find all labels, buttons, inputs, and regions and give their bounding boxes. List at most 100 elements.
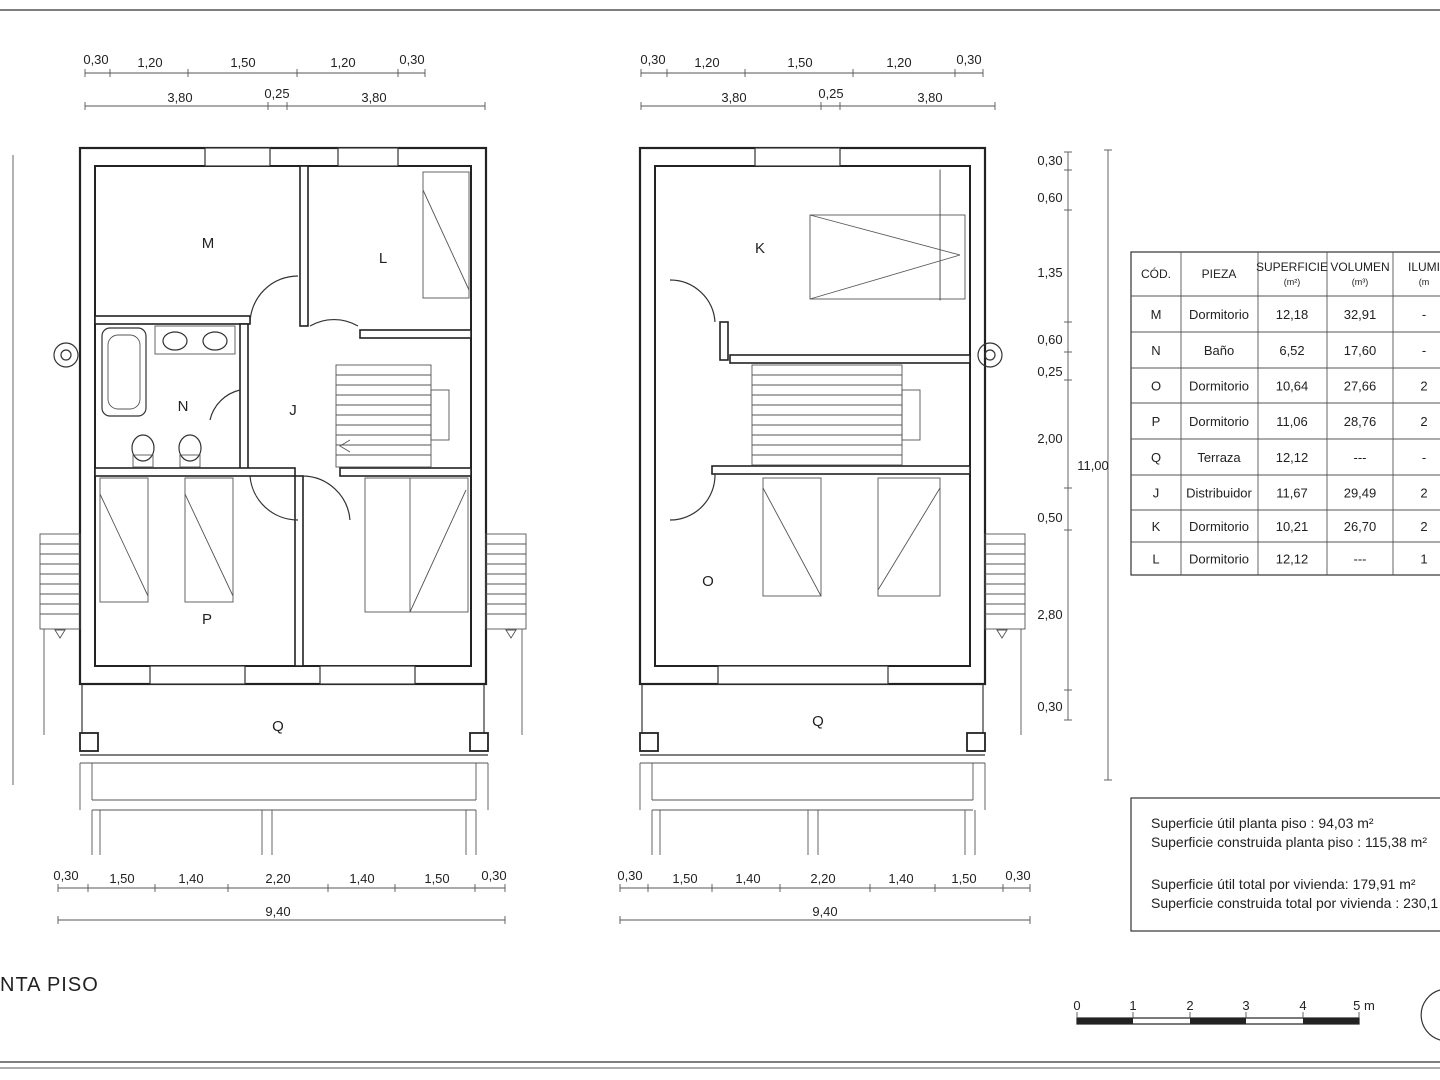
table-cell: K — [1152, 519, 1161, 534]
window-top-l — [337, 147, 399, 167]
r-door-swing-2 — [669, 473, 716, 521]
table-header-3: VOLUMEN — [1330, 260, 1389, 274]
summary-line-1: Superficie útil planta piso : 94,03 m² — [1151, 815, 1374, 831]
exterior-stairs-right — [984, 533, 1026, 735]
room-label-k: K — [755, 240, 765, 257]
door-swing-4 — [249, 475, 299, 521]
side-dim-1: 0,60 — [1037, 190, 1062, 205]
bathroom-fixtures — [101, 325, 236, 468]
table-cell: Dormitorio — [1189, 414, 1249, 429]
table-cell: - — [1422, 450, 1426, 465]
top-dim-ticks-2 — [84, 102, 486, 110]
sheet-title: NTA PISO — [0, 974, 99, 996]
side-dim-8: 0,30 — [1037, 699, 1062, 714]
r-window-top — [754, 147, 841, 167]
side-dim-6: 0,50 — [1037, 510, 1062, 525]
right-inner-wall — [654, 165, 971, 667]
right-floor-plan: 0,30 1,20 1,50 1,20 0,30 3,80 0,25 3,80 — [617, 52, 1112, 924]
table-cell: 11,06 — [1276, 414, 1308, 429]
summary-line-3: Superficie útil total por vivienda: 179,… — [1151, 876, 1416, 892]
flue-right-inner — [984, 349, 996, 361]
r-bottom-dim-a: 0,30 — [617, 868, 642, 883]
table-cell: --- — [1354, 450, 1367, 465]
table-cell: 11,67 — [1276, 486, 1308, 501]
flue-right — [977, 342, 1003, 368]
scale-label-4: 4 — [1299, 998, 1306, 1013]
r-bottom-dim-c: 1,40 — [735, 871, 760, 886]
table-header-0: CÓD. — [1141, 266, 1171, 281]
table-cell: 26,70 — [1344, 519, 1377, 534]
r-bottom-dim-b: 1,50 — [672, 871, 697, 886]
r-bottom-dim-f: 1,50 — [951, 871, 976, 886]
left-floor-plan: 0,30 1,20 1,50 1,20 0,30 3,80 0,25 3,80 — [12, 52, 527, 924]
r-bottom-dim-ticks-1 — [619, 884, 1031, 892]
top-dim-2-c: 3,80 — [361, 90, 386, 105]
wall-n-j — [239, 323, 249, 475]
wall-stair-bottom — [339, 467, 472, 477]
side-dim-0: 0,30 — [1037, 153, 1062, 168]
window-bottom-p — [149, 665, 246, 685]
table-header-unit-2: (m²) — [1284, 277, 1301, 287]
table-cell: M — [1151, 307, 1162, 322]
flue-left — [53, 342, 79, 368]
door-swing-2 — [309, 319, 359, 327]
r-bottom-dim-g: 0,30 — [1005, 868, 1030, 883]
top-dim-1-e: 0,30 — [399, 52, 424, 67]
scale-bar-seg-3 — [1190, 1018, 1246, 1024]
table-cell: J — [1153, 486, 1160, 501]
table-cell: Baño — [1204, 343, 1234, 358]
room-label-p: P — [202, 611, 212, 628]
scale-label-3: 3 — [1242, 998, 1249, 1013]
r-bottom-dim-e: 1,40 — [888, 871, 913, 886]
scale-label-5: 5 m — [1353, 998, 1375, 1013]
r-top-dim-2-a: 3,80 — [721, 90, 746, 105]
table-cell: 12,12 — [1276, 450, 1309, 465]
table-cell: P — [1152, 414, 1161, 429]
room-label-o: O — [702, 573, 714, 590]
summary-box: Superficie útil planta piso : 94,03 m² S… — [1130, 797, 1440, 932]
r-top-dim-1-b: 1,20 — [694, 55, 719, 70]
scale-label-1: 1 — [1129, 998, 1136, 1013]
table-cell: - — [1422, 307, 1426, 322]
table-cell: 17,60 — [1344, 343, 1377, 358]
scale-bar-seg-5 — [1303, 1018, 1359, 1024]
table-header-2: SUPERFICIE — [1256, 260, 1328, 274]
bottom-dim-g: 0,30 — [481, 868, 506, 883]
r-window-bottom — [717, 665, 889, 685]
table-header-unit-4: (m — [1419, 277, 1430, 287]
top-dim-2-a: 3,80 — [167, 90, 192, 105]
wall-l-stair — [359, 329, 472, 339]
table-cell: 10,64 — [1276, 379, 1309, 394]
r-bottom-dim-d: 2,20 — [810, 871, 835, 886]
terrace-left — [79, 684, 489, 855]
room-label-q-left: Q — [272, 718, 284, 735]
wall-p-right — [294, 475, 304, 667]
beds-left — [99, 171, 470, 613]
top-dim-1-d: 1,20 — [330, 55, 355, 70]
table-cell: 12,18 — [1276, 307, 1309, 322]
table-cell: 28,76 — [1344, 414, 1377, 429]
side-dim-7: 2,80 — [1037, 607, 1062, 622]
side-dim-3: 0,60 — [1037, 332, 1062, 347]
scale-label-0: 0 — [1073, 998, 1080, 1013]
r-top-dim-2-c: 3,80 — [917, 90, 942, 105]
room-label-n: N — [178, 398, 189, 415]
bottom-dim-a: 0,30 — [53, 868, 78, 883]
flue-left-inner — [60, 349, 72, 361]
table-cell: 27,66 — [1344, 379, 1377, 394]
bottom-dim-f: 1,50 — [424, 871, 449, 886]
side-dim-4: 0,25 — [1037, 364, 1062, 379]
table-cell: Dormitorio — [1189, 519, 1249, 534]
bottom-dim-b: 1,50 — [109, 871, 134, 886]
r-top-dim-ticks-2 — [640, 102, 996, 110]
left-inner-wall — [94, 165, 472, 667]
scale-bar-seg-1 — [1077, 1018, 1133, 1024]
